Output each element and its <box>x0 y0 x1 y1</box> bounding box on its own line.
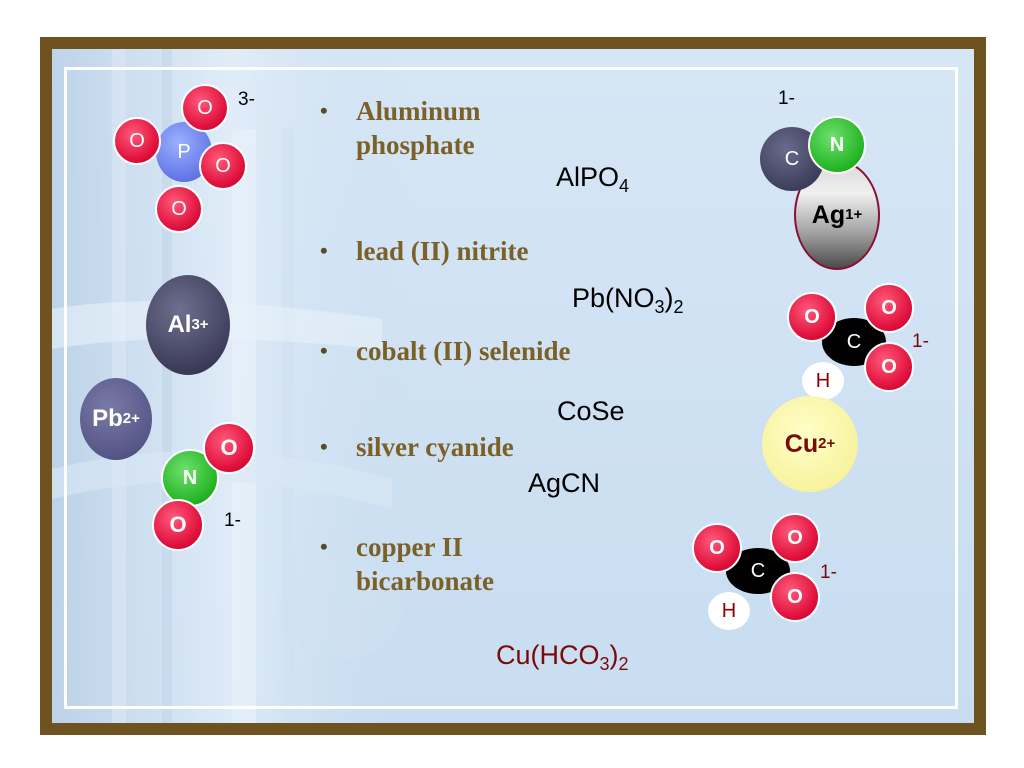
oxygen-atom: O <box>770 572 820 622</box>
atom-label: H <box>815 369 831 392</box>
formula-agcn: AgCN <box>528 468 600 499</box>
hydrogen-atom: H <box>802 362 844 400</box>
oxygen-atom: O <box>787 292 837 342</box>
atom-label: C <box>750 559 766 582</box>
ion-symbol: Al <box>167 311 192 338</box>
bicarbonate-charge: 1- <box>912 331 929 352</box>
bullet-dot: • <box>320 238 328 263</box>
formula-cose: CoSe <box>557 396 625 427</box>
bullet-aluminum-phosphate: • Aluminum phosphate <box>318 94 596 162</box>
bullet-text: cobalt (II) selenide <box>356 336 571 366</box>
atom-label: O <box>881 296 897 319</box>
formula-text: Cu(HCO <box>496 640 600 670</box>
oxygen-atom: O <box>152 499 204 551</box>
atom-label: P <box>177 140 191 163</box>
atom-label: O <box>787 526 803 549</box>
atom-label: N <box>182 466 198 489</box>
oxygen-atom: O <box>199 142 247 190</box>
phosphate-charge: 3- <box>238 89 255 110</box>
nitrogen-atom: N <box>808 116 866 174</box>
formula-subscript: 2 <box>618 654 629 674</box>
atom-label: O <box>787 585 803 608</box>
formula-text: AlPO <box>556 162 620 192</box>
bicarbonate-charge: 1- <box>820 562 837 583</box>
formula-subscript: 4 <box>619 176 630 196</box>
bullet-dot: • <box>320 98 328 123</box>
ion-symbol: Pb <box>92 405 123 432</box>
oxygen-atom: O <box>692 523 742 573</box>
oxygen-atom: O <box>864 283 914 333</box>
formula-cuhco32: Cu(HCO3)2 <box>496 640 629 674</box>
atom-label: O <box>129 129 145 152</box>
cyanide-charge: 1- <box>778 88 795 109</box>
formula-text: ) <box>609 640 619 670</box>
atom-label: N <box>829 133 845 156</box>
formula-text: ) <box>664 283 674 313</box>
bullet-text: lead (II) nitrite <box>356 236 529 266</box>
formula-pbno32: Pb(NO3)2 <box>572 283 684 317</box>
ion-symbol: Cu <box>784 429 819 458</box>
ion-symbol: Ag <box>811 200 846 229</box>
bullet-silver-cyanide: • silver cyanide <box>318 430 656 464</box>
formula-alpo4: AlPO4 <box>556 162 630 196</box>
bullet-cobalt-selenide: • cobalt (II) selenide <box>318 334 696 368</box>
atom-label: O <box>171 197 187 220</box>
bullet-text: phosphate <box>356 130 475 160</box>
atom-label: C <box>784 147 800 170</box>
atom-label: O <box>804 305 820 328</box>
atom-label: O <box>169 512 187 537</box>
bullet-dot: • <box>320 434 328 459</box>
oxygen-atom: O <box>155 185 203 233</box>
atom-label: O <box>215 154 231 177</box>
oxygen-atom: O <box>113 117 161 165</box>
formula-text: AgCN <box>528 468 601 498</box>
formula-subscript: 3 <box>654 297 665 317</box>
bullet-lead-nitrite: • lead (II) nitrite <box>318 234 656 268</box>
atom-label: O <box>881 355 897 378</box>
oxygen-atom: O <box>770 513 820 563</box>
atom-label: O <box>220 435 238 460</box>
bullet-text: Aluminum <box>356 96 481 126</box>
formula-text: CoSe <box>557 396 625 426</box>
formula-text: Pb(NO <box>572 283 655 313</box>
bullet-dot: • <box>320 534 328 559</box>
atom-label: C <box>846 330 862 353</box>
atom-label: O <box>197 96 213 119</box>
formula-subscript: 3 <box>599 654 610 674</box>
bullet-copper-bicarbonate: • copper II bicarbonate <box>318 530 596 598</box>
nitrite-charge: 1- <box>224 510 241 531</box>
bullet-text: bicarbonate <box>356 566 494 596</box>
bullet-text: silver cyanide <box>356 432 514 462</box>
oxygen-atom: O <box>181 84 229 132</box>
formula-subscript: 2 <box>673 297 684 317</box>
bullet-text: copper II <box>356 532 463 562</box>
oxygen-atom: O <box>864 342 914 392</box>
bullet-dot: • <box>320 338 328 363</box>
atom-label: O <box>709 536 725 559</box>
atom-label: H <box>721 599 737 622</box>
oxygen-atom: O <box>203 422 255 474</box>
hydrogen-atom: H <box>708 592 750 630</box>
